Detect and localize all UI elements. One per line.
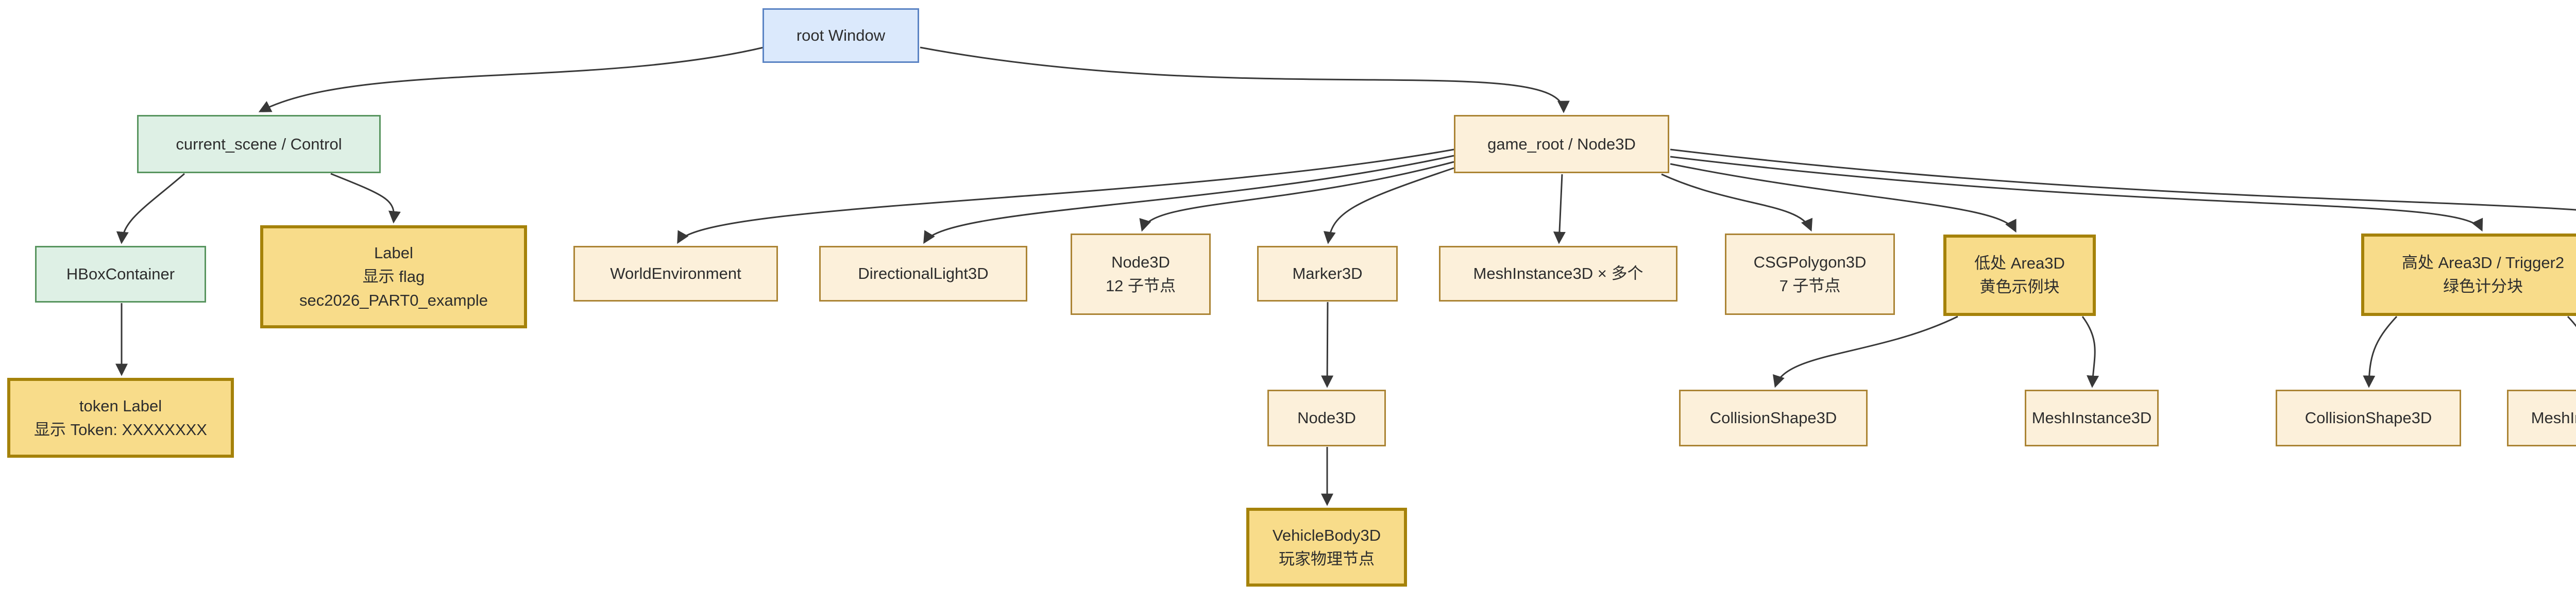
node-node3d_child-line-0: Node3D [1297, 409, 1356, 427]
node-area_high-line-1: 绿色计分块 [2443, 277, 2523, 295]
edge-current_scene-hbox [116, 173, 185, 244]
node-area_low-line-0: 低处 Area3D [1974, 254, 2065, 273]
node-world_env-line-0: WorldEnvironment [610, 264, 741, 283]
node-node3d_12: Node3D 12 子节点 [1071, 234, 1211, 315]
edge-game_root-node3d_12 [1139, 161, 1454, 232]
node-mesh_low: MeshInstance3D [2025, 390, 2159, 446]
node-node3d_child: Node3D [1267, 390, 1386, 446]
edge-area_low-mesh_low [2081, 316, 2099, 388]
node-area_low: 低处 Area3D 黄色示例块 [1943, 235, 2096, 316]
edge-area_high-collision_high [2363, 315, 2398, 388]
node-hbox-line-0: HBoxContainer [66, 265, 175, 284]
edge-game_root-label_x2 [1670, 148, 2576, 211]
node-token_label-line-0: token Label [79, 396, 162, 415]
edge-root-game_root [920, 46, 1570, 113]
node-area_low-line-1: 黄色示例块 [1979, 278, 2060, 296]
node-marker3d: Marker3D [1257, 246, 1398, 302]
node-root-line-0: root Window [796, 26, 886, 45]
node-vehicle-line-1: 玩家物理节点 [1279, 549, 1375, 568]
node-current_scene: current_scene / Control [137, 115, 381, 173]
node-vehicle: VehicleBody3D 玩家物理节点 [1246, 508, 1407, 587]
node-label_flag-line-2: sec2026_PART0_example [299, 291, 488, 309]
edge-game_root-dir_light [923, 155, 1454, 244]
edge-root-current_scene [258, 46, 764, 112]
node-current_scene-line-0: current_scene / Control [176, 135, 342, 153]
node-mesh_high: MeshInstance3D [2507, 390, 2576, 446]
node-world_env: WorldEnvironment [573, 246, 778, 302]
edge-game_root-mesh_multi [1553, 174, 1566, 244]
node-game_root: game_root / Node3D [1454, 115, 1669, 173]
node-area_high: 高处 Area3D / Trigger2 绿色计分块 [2361, 234, 2576, 316]
node-mesh_high-line-0: MeshInstance3D [2531, 409, 2576, 427]
edge-game_root-area_low [1670, 163, 2016, 233]
node-csg: CSGPolygon3D 7 子节点 [1725, 234, 1895, 315]
node-dir_light-line-0: DirectionalLight3D [858, 264, 989, 283]
node-vehicle-line-0: VehicleBody3D [1272, 526, 1381, 544]
node-collision_low-line-0: CollisionShape3D [1709, 409, 1837, 427]
node-collision_high: CollisionShape3D [2276, 390, 2461, 446]
node-csg-line-0: CSGPolygon3D [1753, 253, 1867, 272]
edge-game_root-world_env [677, 148, 1454, 244]
node-mesh_multi-line-0: MeshInstance3D × 多个 [1473, 264, 1643, 283]
node-hbox: HBoxContainer [35, 246, 206, 303]
node-collision_low: CollisionShape3D [1679, 390, 1868, 446]
node-token_label: token Label 显示 Token: XXXXXXXX [7, 378, 234, 458]
node-area_high-line-0: 高处 Area3D / Trigger2 [2401, 254, 2565, 272]
node-csg-line-1: 7 子节点 [1779, 277, 1841, 295]
edge-game_root-marker3d [1323, 167, 1454, 244]
edge-current_scene-label_flag [330, 173, 401, 224]
edge-game_root-area_high [1670, 156, 2483, 232]
edge-area_low-collision_low [1773, 315, 1958, 388]
node-node3d_12-line-1: 12 子节点 [1105, 277, 1176, 295]
node-node3d_12-line-0: Node3D [1111, 253, 1170, 272]
node-label_flag: Label 显示 flag sec2026_PART0_example [260, 225, 527, 328]
edge-area_high-mesh_high [2567, 315, 2576, 327]
node-token_label-line-1: 显示 Token: XXXXXXXX [34, 420, 207, 439]
edge-game_root-csg [1661, 173, 1812, 232]
node-marker3d-line-0: Marker3D [1292, 264, 1363, 283]
node-label_flag-line-1: 显示 flag [362, 268, 425, 286]
node-root: root Window [762, 8, 919, 63]
node-dir_light: DirectionalLight3D [819, 246, 1027, 302]
node-game_root-line-0: game_root / Node3D [1487, 135, 1636, 153]
node-collision_high-line-0: CollisionShape3D [2304, 409, 2432, 427]
node-mesh_multi: MeshInstance3D × 多个 [1439, 246, 1677, 302]
node-mesh_low-line-0: MeshInstance3D [2031, 409, 2152, 427]
node-label_flag-line-0: Label [374, 244, 413, 262]
edge-marker3d-node3d_child [1321, 302, 1334, 388]
